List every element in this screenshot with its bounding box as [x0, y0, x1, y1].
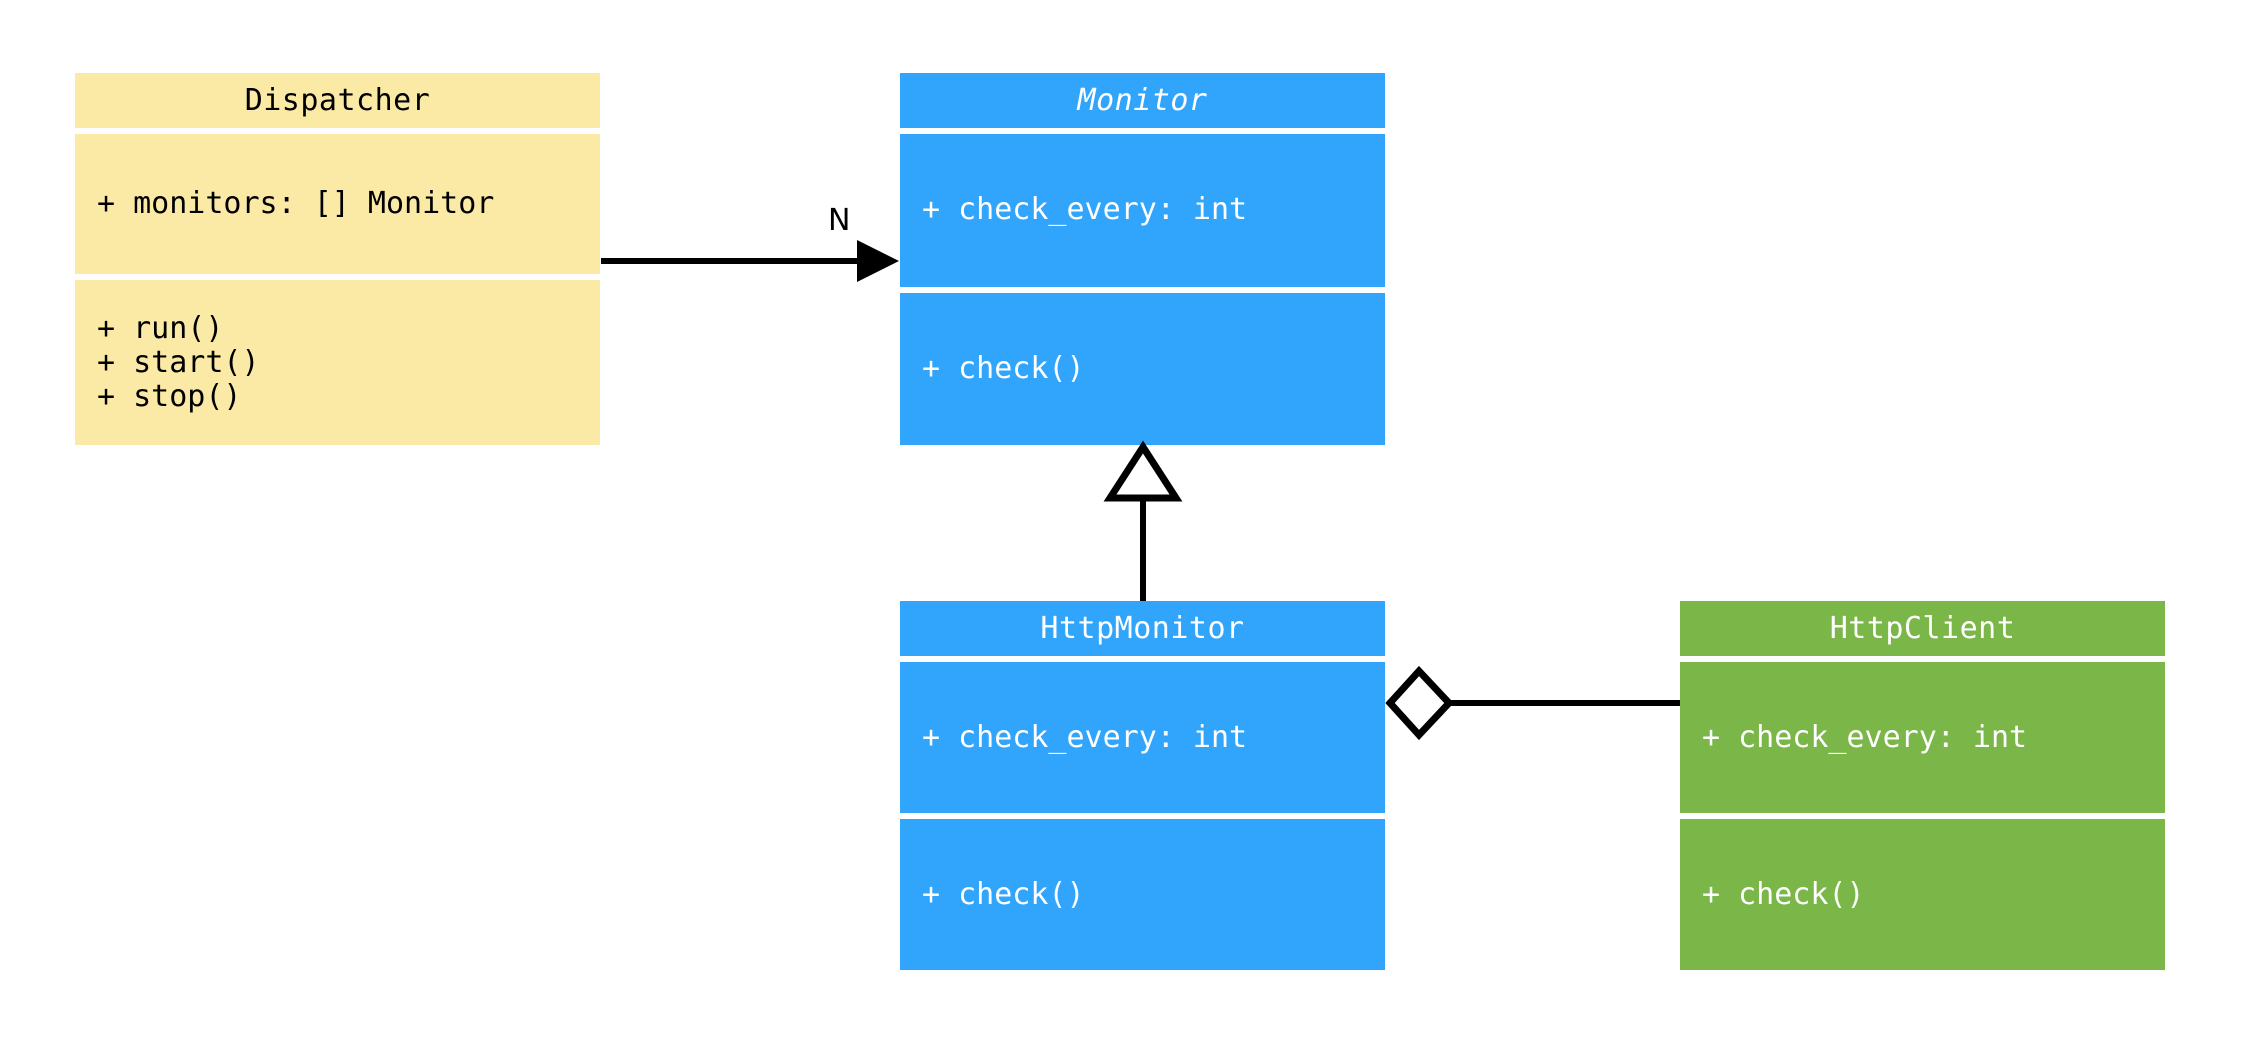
class-attributes-monitor: + check_every: int — [900, 134, 1385, 287]
class-separator — [900, 286, 1385, 293]
class-title-http-client: HttpClient — [1680, 601, 2165, 656]
class-separator — [900, 656, 1385, 662]
method-row: + start() — [97, 345, 260, 380]
attribute-row: + monitors: [] Monitor — [97, 187, 495, 221]
class-separator — [1680, 656, 2165, 662]
method-row: + check() — [922, 877, 1085, 912]
class-attributes-http-monitor: + check_every: int — [900, 662, 1385, 813]
class-title-http-monitor: HttpMonitor — [900, 601, 1385, 656]
class-box-http-monitor[interactable]: HttpMonitor + check_every: int + check() — [900, 601, 1385, 970]
method-row: + check() — [1702, 877, 1865, 912]
class-box-monitor[interactable]: Monitor + check_every: int + check() — [900, 73, 1385, 445]
class-separator — [900, 813, 1385, 819]
class-title-monitor: Monitor — [900, 73, 1385, 128]
method-row: + stop() — [97, 379, 242, 414]
filled-triangle-arrowhead-icon — [857, 240, 899, 282]
class-box-http-client[interactable]: HttpClient + check_every: int + check() — [1680, 601, 2165, 970]
class-methods-dispatcher: + run() + start() + stop() — [75, 280, 600, 445]
method-row: + check() — [922, 351, 1085, 386]
class-attributes-http-client: + check_every: int — [1680, 662, 2165, 813]
attribute-row: + check_every: int — [922, 720, 1248, 755]
class-attributes-dispatcher: + monitors: [] Monitor — [75, 134, 600, 274]
relationship-inheritance-httpmonitor-monitor — [1103, 440, 1183, 601]
attribute-row: + check_every: int — [922, 193, 1248, 228]
class-box-dispatcher[interactable]: Dispatcher + monitors: [] Monitor + run(… — [75, 73, 600, 445]
class-methods-monitor: + check() — [900, 292, 1385, 445]
class-separator — [900, 128, 1385, 134]
relationship-aggregation-httpmonitor-httpclient — [1385, 665, 1680, 741]
attribute-row: + check_every: int — [1702, 720, 2028, 755]
class-separator — [75, 274, 600, 280]
hollow-diamond-icon — [1385, 665, 1454, 741]
class-separator — [1680, 813, 2165, 819]
class-methods-http-client: + check() — [1680, 819, 2165, 970]
class-methods-http-monitor: + check() — [900, 819, 1385, 970]
multiplicity-label-n: N — [828, 203, 851, 238]
method-row: + run() — [97, 311, 224, 346]
hollow-triangle-arrowhead-icon — [1103, 440, 1183, 502]
class-title-dispatcher: Dispatcher — [75, 73, 600, 128]
relationship-association-dispatcher-monitor — [601, 240, 899, 282]
class-separator — [75, 128, 600, 134]
